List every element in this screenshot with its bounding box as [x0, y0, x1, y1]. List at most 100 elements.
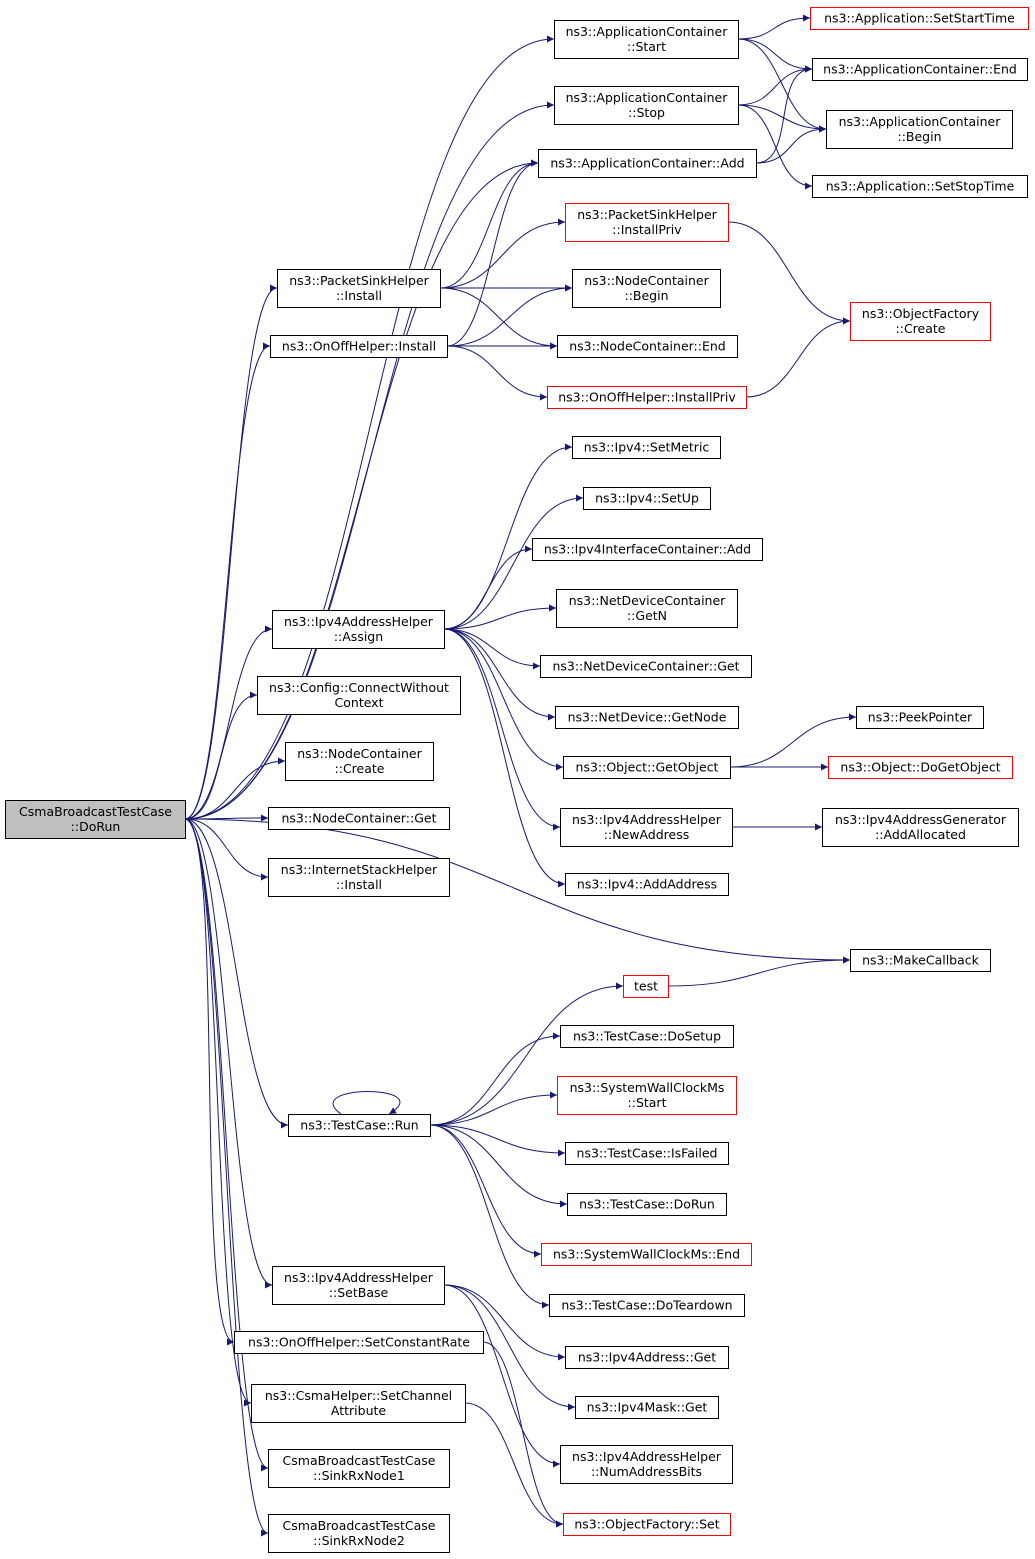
node-tc-isfailed[interactable]: ns3::TestCase::IsFailed: [565, 1142, 729, 1165]
node-ipv4addr-get[interactable]: ns3::Ipv4Address::Get: [565, 1346, 729, 1369]
node-box: [268, 1514, 450, 1553]
node-objfactory-create[interactable]: ns3::ObjectFactory::Create: [850, 302, 991, 341]
edge-ipv4ah-assign-to-ipv4ah-newaddr: [443, 628, 561, 831]
node-app-setstop[interactable]: ns3::Application::SetStopTime: [812, 175, 1028, 198]
node-peekpointer[interactable]: ns3::PeekPointer: [856, 706, 984, 729]
node-obj-getobject[interactable]: ns3::Object::GetObject: [563, 756, 731, 779]
node-box: [822, 808, 1019, 847]
node-label: ns3::Ipv4::SetUp: [595, 491, 699, 506]
node-box: [532, 538, 763, 561]
node-psink-installpriv[interactable]: ns3::PacketSinkHelper::InstallPriv: [565, 203, 729, 242]
edge-root-to-ipv4ah-assign: [184, 625, 273, 820]
node-tc-doteardown[interactable]: ns3::TestCase::DoTeardown: [549, 1294, 745, 1317]
node-box: [277, 269, 441, 308]
node-label: ns3::OnOffHelper::Install: [282, 339, 436, 354]
node-nodec-begin[interactable]: ns3::NodeContainer::Begin: [572, 269, 721, 308]
node-ndc-getn[interactable]: ns3::NetDeviceContainer::GetN: [556, 589, 738, 628]
edge-ipv4ah-setbase-to-ipv4ah-numbits: [443, 1284, 561, 1468]
node-ipv4ah-numbits[interactable]: ns3::Ipv4AddressHelper::NumAddressBits: [560, 1445, 733, 1484]
node-ipv4-setup[interactable]: ns3::Ipv4::SetUp: [583, 487, 711, 510]
node-ipv4ah-newaddr[interactable]: ns3::Ipv4AddressHelper::NewAddress: [560, 808, 733, 847]
node-ipv4ag-addalloc[interactable]: ns3::Ipv4AddressGenerator::AddAllocated: [822, 808, 1019, 847]
node-nodec-get[interactable]: ns3::NodeContainer::Get: [268, 807, 450, 830]
node-makecallback[interactable]: ns3::MakeCallback: [850, 949, 991, 972]
node-ipv4ic-add[interactable]: ns3::Ipv4InterfaceContainer::Add: [532, 538, 763, 561]
node-appc-end[interactable]: ns3::ApplicationContainer::End: [812, 58, 1028, 81]
node-ipv4ah-assign[interactable]: ns3::Ipv4AddressHelper::Assign: [272, 610, 445, 649]
edge-root-to-ipv4ah-setbase: [184, 818, 273, 1289]
node-box: [560, 1025, 734, 1048]
node-test[interactable]: test: [623, 975, 669, 998]
node-appc-begin[interactable]: ns3::ApplicationContainer::Begin: [826, 110, 1013, 149]
node-objfactory-set[interactable]: ns3::ObjectFactory::Set: [563, 1513, 731, 1536]
edge-appc-stop-to-app-setstop: [737, 104, 813, 190]
node-ipv4mask-get[interactable]: ns3::Ipv4Mask::Get: [575, 1396, 719, 1419]
edge-tc-run-to-tc-doteardown: [429, 1124, 550, 1309]
node-ndc-get[interactable]: ns3::NetDeviceContainer::Get: [540, 655, 752, 678]
node-box: [563, 756, 731, 779]
node-label: ns3::PeekPointer: [868, 710, 973, 725]
node-sinkrx1[interactable]: CsmaBroadcastTestCase::SinkRxNode1: [268, 1449, 450, 1488]
node-label: Attribute: [331, 1403, 387, 1418]
node-tc-dosetup[interactable]: ns3::TestCase::DoSetup: [560, 1025, 734, 1048]
edge-root-to-sinkrx2: [184, 818, 269, 1537]
edge-tc-run-to-tc-dosetup: [429, 1032, 561, 1126]
node-psink-install[interactable]: ns3::PacketSinkHelper::Install: [277, 269, 441, 308]
edge-appc-start-to-app-setstart: [737, 14, 811, 40]
node-label: ns3::PacketSinkHelper: [577, 207, 717, 222]
node-box: [563, 1513, 731, 1536]
node-appc-start[interactable]: ns3::ApplicationContainer::Start: [554, 20, 739, 59]
node-box: [828, 756, 1013, 779]
node-swc-start[interactable]: ns3::SystemWallClockMs::Start: [557, 1076, 737, 1115]
node-root[interactable]: CsmaBroadcastTestCase::DoRun: [5, 800, 186, 839]
node-tc-dorun[interactable]: ns3::TestCase::DoRun: [567, 1193, 727, 1216]
node-app-setstart[interactable]: ns3::Application::SetStartTime: [810, 7, 1029, 30]
node-tc-run[interactable]: ns3::TestCase::Run: [288, 1114, 431, 1137]
node-box: [554, 86, 739, 125]
node-ish-install[interactable]: ns3::InternetStackHelper::Install: [268, 858, 450, 897]
edge-onoff-setconst-to-objfactory-set: [482, 1341, 564, 1528]
node-label: ns3::NodeContainer::Get: [282, 811, 437, 826]
node-swc-end[interactable]: ns3::SystemWallClockMs::End: [541, 1243, 752, 1266]
node-label: ::Assign: [334, 629, 383, 644]
edge-appc-add-to-appc-end: [755, 65, 813, 164]
node-ipv4ah-setbase[interactable]: ns3::Ipv4AddressHelper::SetBase: [272, 1266, 445, 1305]
node-label: ::NumAddressBits: [591, 1464, 702, 1479]
node-box: [560, 1445, 733, 1484]
node-box: [565, 1346, 729, 1369]
node-label: ns3::CsmaHelper::SetChannel: [265, 1388, 452, 1403]
node-nodec-end[interactable]: ns3::NodeContainer::End: [557, 335, 738, 358]
node-obj-dogetobject[interactable]: ns3::Object::DoGetObject: [828, 756, 1013, 779]
node-appc-stop[interactable]: ns3::ApplicationContainer::Stop: [554, 86, 739, 125]
node-ipv4-setmetric[interactable]: ns3::Ipv4::SetMetric: [572, 436, 721, 459]
edge-ipv4ah-assign-to-ndc-get: [443, 628, 541, 670]
node-box: [557, 335, 738, 358]
node-label: ns3::ApplicationContainer: [566, 90, 729, 105]
node-label: CsmaBroadcastTestCase: [19, 804, 172, 819]
node-label: ns3::TestCase::Run: [300, 1118, 418, 1133]
node-label: ns3::Ipv4Address::Get: [578, 1350, 716, 1365]
node-onoff-install[interactable]: ns3::OnOffHelper::Install: [270, 335, 448, 358]
node-box: [5, 800, 186, 839]
node-label: ::SetBase: [329, 1285, 389, 1300]
edge-root-to-appc-add: [184, 159, 539, 820]
edge-root-to-nodec-create: [184, 757, 286, 820]
node-appc-add[interactable]: ns3::ApplicationContainer::Add: [538, 149, 757, 178]
node-label: ns3::Config::ConnectWithout: [269, 680, 449, 695]
node-box: [572, 436, 721, 459]
node-box: [272, 1266, 445, 1305]
node-onoff-setconst[interactable]: ns3::OnOffHelper::SetConstantRate: [234, 1331, 484, 1354]
node-ipv4-addaddr[interactable]: ns3::Ipv4::AddAddress: [565, 873, 729, 896]
node-nd-getnode[interactable]: ns3::NetDevice::GetNode: [555, 706, 739, 729]
edge-obj-getobject-to-peekpointer: [729, 713, 857, 768]
edge-test-to-makecallback: [667, 956, 851, 987]
edge-appc-stop-to-appc-begin: [737, 104, 827, 133]
node-sinkrx2[interactable]: CsmaBroadcastTestCase::SinkRxNode2: [268, 1514, 450, 1553]
node-box: [556, 589, 738, 628]
node-onoff-installpriv[interactable]: ns3::OnOffHelper::InstallPriv: [547, 386, 747, 409]
node-nodec-create[interactable]: ns3::NodeContainer::Create: [285, 742, 434, 781]
node-label: ns3::ApplicationContainer::Add: [550, 156, 744, 171]
node-box: [268, 807, 450, 830]
